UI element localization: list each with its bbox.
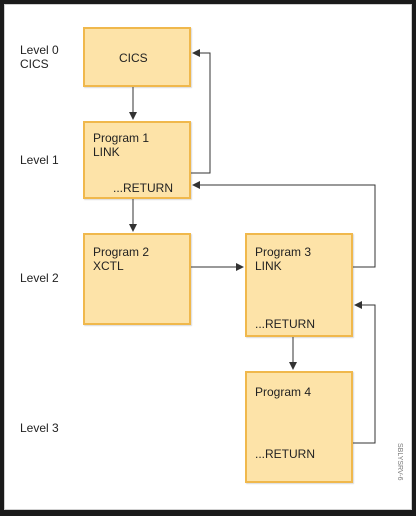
program-4-return: ...RETURN: [255, 447, 315, 461]
cics-box-label: CICS: [119, 51, 148, 65]
figure-id: SBLYSRV-6: [396, 443, 403, 481]
program-4-label: Program 4: [255, 385, 312, 399]
level-1-label: Level 1: [20, 153, 59, 167]
return-program4-to-program3: [353, 301, 376, 444]
cics-box: CICS: [83, 27, 191, 87]
program-2-box: Program 2 XCTL: [83, 233, 191, 325]
program-3-label: Program 3 LINK: [255, 245, 312, 273]
return-program1-to-cics: [191, 49, 211, 174]
program-2-label: Program 2 XCTL: [93, 245, 150, 273]
diagram-frame: Level 0 CICS Level 1 Level 2 Level 3 CIC…: [4, 4, 412, 510]
program-1-box: Program 1 LINK ...RETURN: [83, 121, 191, 199]
level-3-label: Level 3: [20, 421, 59, 435]
program-3-box: Program 3 LINK ...RETURN: [245, 233, 353, 337]
program-3-return: ...RETURN: [255, 317, 315, 331]
connector-lines: [129, 49, 376, 444]
program-4-box: Program 4 ...RETURN: [245, 371, 353, 483]
program-1-label: Program 1 LINK: [93, 131, 150, 159]
level-0-label: Level 0 CICS: [20, 43, 59, 71]
level-2-label: Level 2: [20, 271, 59, 285]
return-program3-to-program1: [192, 181, 376, 268]
program-1-return: ...RETURN: [113, 181, 173, 195]
